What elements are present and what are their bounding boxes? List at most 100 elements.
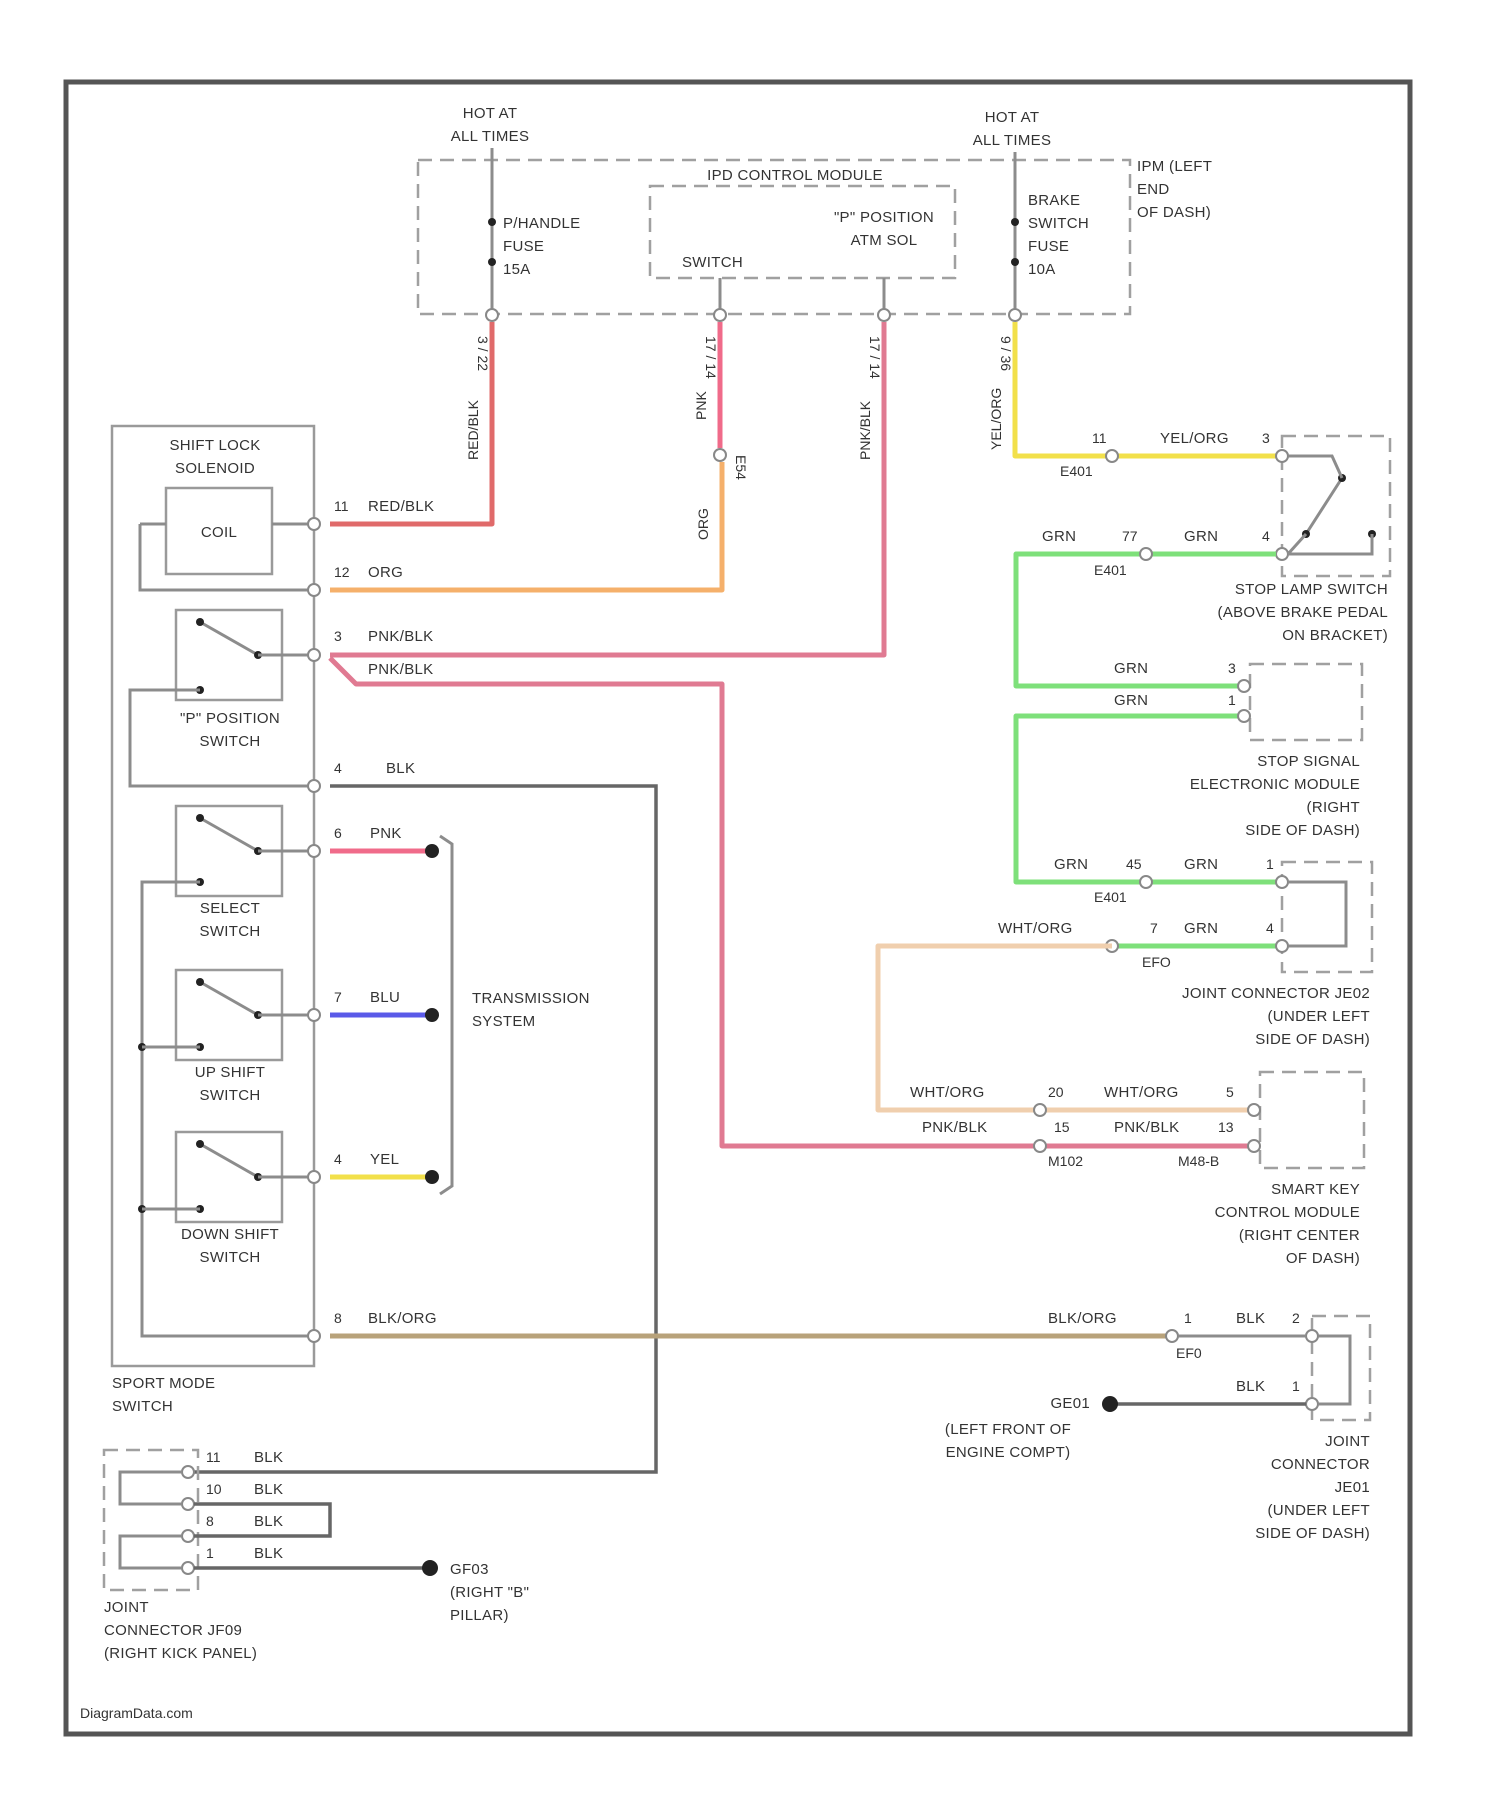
pin-label: 45 <box>1126 856 1142 872</box>
stop-lamp-switch-label: STOP LAMP SWITCH <box>1235 581 1388 598</box>
joint-terminal <box>182 1562 194 1574</box>
ipdm-location-2: END <box>1137 181 1170 198</box>
wire-label: BLK <box>254 1449 283 1466</box>
sport-mode-terminal <box>308 1330 320 1342</box>
pin-label: 3 <box>334 628 342 644</box>
hot-at-all-times-left: HOT AT <box>463 105 518 122</box>
wire-label: PNK/BLK <box>922 1119 987 1136</box>
wire-label: PNK <box>370 825 402 842</box>
p-position-switch-label-2: SWITCH <box>200 733 261 750</box>
wire-label: BLK/ORG <box>1048 1310 1117 1327</box>
conn-label: E401 <box>1094 889 1127 905</box>
smart-key-module-label: SMART KEY <box>1271 1181 1360 1198</box>
joint-terminal <box>1276 940 1288 952</box>
wire-label: BLK <box>254 1545 283 1562</box>
switch-pivot <box>196 978 204 986</box>
sport-mode-switch-label: SPORT MODE <box>112 1375 215 1392</box>
switch-pivot <box>196 814 204 822</box>
wire-label: GRN <box>1184 856 1218 873</box>
wire-label: PNK/BLK <box>368 661 433 678</box>
pin-label: 4 <box>1266 920 1274 936</box>
wire-label-red-blk: RED/BLK <box>465 399 481 460</box>
wire-label: PNK/BLK <box>1114 1119 1179 1136</box>
wire-label: BLK/ORG <box>368 1310 437 1327</box>
pin-label: 20 <box>1048 1084 1064 1100</box>
pin-label: 4 <box>334 1151 342 1167</box>
brake-switch-fuse-label: BRAKE <box>1028 192 1080 209</box>
watermark-text: DiagramData.com <box>80 1705 193 1721</box>
ipdm-pin-label: 17 / 14 <box>703 336 719 379</box>
inline-connector <box>1140 876 1152 888</box>
wire-pnk-blk-lower <box>330 658 1040 1146</box>
wire-label: GRN <box>1042 528 1076 545</box>
wire-label: BLK <box>386 760 415 777</box>
wire-label: ORG <box>368 564 403 581</box>
joint-connector-je01-label-4: (UNDER LEFT <box>1268 1502 1370 1519</box>
pin-label: 7 <box>1150 920 1158 936</box>
smart-key-terminal <box>1248 1140 1260 1152</box>
pin-label: 1 <box>206 1545 214 1561</box>
joint-terminal <box>182 1498 194 1510</box>
wire-label: YEL/ORG <box>1160 430 1229 447</box>
sport-mode-terminal <box>308 584 320 596</box>
wire-label: BLK <box>1236 1378 1265 1395</box>
wire-label: PNK/BLK <box>368 628 433 645</box>
sport-mode-terminal <box>308 1171 320 1183</box>
stop-signal-module-box <box>1250 664 1362 740</box>
wire-label-org-vertical: ORG <box>695 508 711 540</box>
joint-connector-jf09-label-3: (RIGHT KICK PANEL) <box>104 1645 257 1662</box>
ground-gf03-location: (RIGHT "B" <box>450 1584 529 1601</box>
up-shift-switch-label: UP SHIFT <box>195 1064 265 1081</box>
joint-jf09-links <box>120 1472 182 1568</box>
joint-connector-je02-label: JOINT CONNECTOR JE02 <box>1182 985 1370 1002</box>
fuse-terminal <box>488 258 496 266</box>
transmission-system-label: TRANSMISSION <box>472 990 590 1007</box>
up-shift-switch-contact <box>200 982 258 1015</box>
ipdm-terminal <box>714 309 726 321</box>
p-position-atm-sol-2: ATM SOL <box>851 232 918 249</box>
stop-signal-module-label-3: (RIGHT <box>1307 799 1360 816</box>
stop-signal-terminal <box>1238 680 1250 692</box>
sport-mode-terminal <box>308 518 320 530</box>
ground-terminal <box>1102 1396 1118 1412</box>
wire-label: BLK <box>254 1513 283 1530</box>
pin-label: 15 <box>1054 1119 1070 1135</box>
p-position-atm-sol: "P" POSITION <box>834 209 934 226</box>
conn-label: E401 <box>1060 463 1093 479</box>
ground-terminal <box>422 1560 438 1576</box>
stop-lamp-terminal <box>1276 548 1288 560</box>
joint-terminal <box>182 1466 194 1478</box>
ipdm-terminal <box>1009 309 1021 321</box>
wire-label: YEL <box>370 1151 399 1168</box>
ipdm-location: IPM (LEFT <box>1137 158 1212 175</box>
ipdm-pin-label: 17 / 14 <box>867 336 883 379</box>
phandle-fuse-label-3: 15A <box>503 261 531 278</box>
transmission-bracket <box>440 836 452 1194</box>
brake-switch-fuse-label-2: SWITCH <box>1028 215 1089 232</box>
pin-label: 7 <box>334 989 342 1005</box>
wire-pnk-blk-upper <box>330 322 884 655</box>
transmission-terminal <box>425 1170 439 1184</box>
shift-lock-solenoid-title: SHIFT LOCK <box>169 437 260 454</box>
joint-connector-jf09-label: JOINT <box>104 1599 149 1616</box>
switch-pivot <box>196 618 204 626</box>
joint-connector-je01-label-3: JE01 <box>1335 1479 1370 1496</box>
inline-connector <box>1140 548 1152 560</box>
stop-signal-module-label-2: ELECTRONIC MODULE <box>1190 776 1360 793</box>
ground-ge01-label: GE01 <box>1050 1395 1090 1412</box>
joint-connector-je02-box <box>1282 862 1372 972</box>
ground-gf03-label: GF03 <box>450 1561 489 1578</box>
wire-label-pnk-blk: PNK/BLK <box>857 400 873 460</box>
shift-lock-solenoid-title-2: SOLENOID <box>175 460 255 477</box>
sport-mode-switch-label-2: SWITCH <box>112 1398 173 1415</box>
wire-label: WHT/ORG <box>998 920 1073 937</box>
ground-ge01-location-2: ENGINE COMPT) <box>946 1444 1071 1461</box>
inline-connector <box>714 449 726 461</box>
brake-switch-fuse-label-4: 10A <box>1028 261 1056 278</box>
joint-terminal <box>1276 876 1288 888</box>
up-shift-switch-label-2: SWITCH <box>200 1087 261 1104</box>
joint-terminal <box>182 1530 194 1542</box>
wire-label: WHT/ORG <box>910 1084 985 1101</box>
hot-at-all-times-right: HOT AT <box>985 109 1040 126</box>
